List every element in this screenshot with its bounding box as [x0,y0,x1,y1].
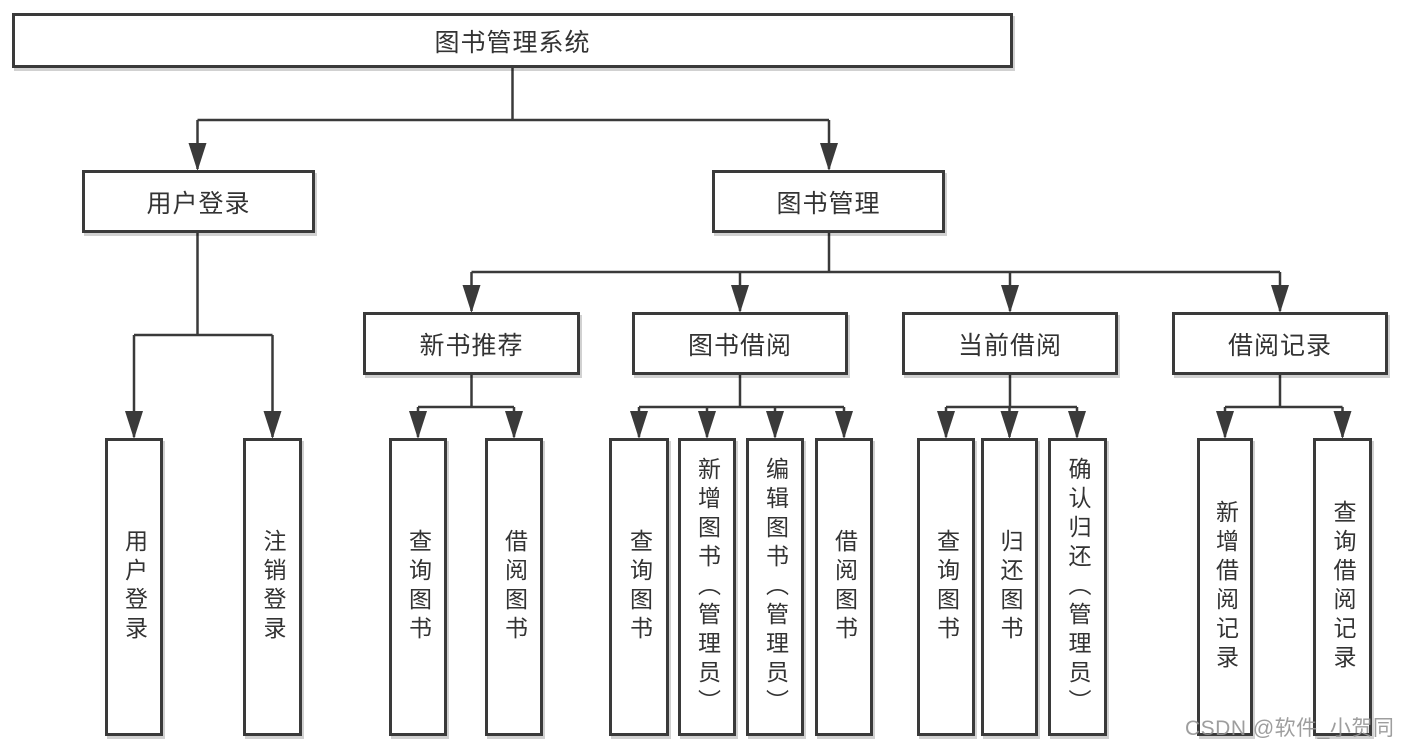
leaf-add-book-admin: 新增图书（管理员） [678,438,736,736]
leaf-borrow-books: 借阅图书 [815,438,873,736]
leaf-label: 新增借阅记录 [1212,500,1239,674]
node-library-system: 图书管理系统 [12,13,1013,68]
leaf-label: 借阅图书 [831,529,858,645]
leaf-query-books-recommend: 查询图书 [389,438,447,736]
csdn-watermark: CSDN @软件_小贺同学 [1185,717,1395,740]
leaf-label: 查询图书 [626,529,653,645]
leaf-label: 归还图书 [997,529,1023,645]
leaf-label: 新增图书（管理员） [694,456,721,718]
leaf-edit-book-admin: 编辑图书（管理员） [746,438,804,736]
node-book-borrow: 图书借阅 [632,312,848,375]
leaf-label: 确认归还（管理员） [1065,456,1091,718]
leaf-query-books-current: 查询图书 [917,438,975,736]
leaf-label: 注销登录 [260,529,286,645]
leaf-label: 编辑图书（管理员） [762,456,789,718]
leaf-query-borrow-record: 查询借阅记录 [1313,438,1372,736]
node-user-login: 用户登录 [82,170,315,233]
leaf-label: 查询借阅记录 [1330,500,1356,674]
leaf-add-borrow-record: 新增借阅记录 [1197,438,1253,736]
leaf-confirm-return-admin: 确认归还（管理员） [1048,438,1107,736]
leaf-label: 借阅图书 [501,529,528,645]
leaf-label: 查询图书 [405,529,432,645]
node-book-management: 图书管理 [712,170,945,233]
leaf-user-login: 用户登录 [105,438,163,736]
node-current-borrow: 当前借阅 [902,312,1118,375]
leaf-logout: 注销登录 [243,438,302,736]
node-new-book-recommend: 新书推荐 [363,312,580,375]
leaf-query-books-borrow: 查询图书 [609,438,669,736]
leaf-return-books: 归还图书 [981,438,1038,736]
leaf-label: 用户登录 [121,529,148,645]
leaf-label: 查询图书 [933,529,960,645]
node-borrow-records: 借阅记录 [1172,312,1388,375]
leaf-borrow-books-recommend: 借阅图书 [485,438,543,736]
